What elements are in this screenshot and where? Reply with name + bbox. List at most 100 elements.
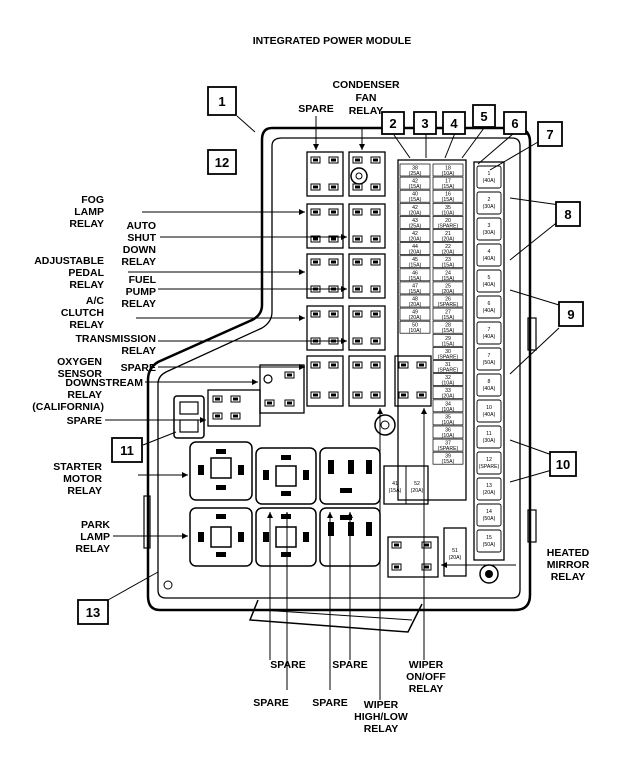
- callout-6: 6: [511, 116, 518, 131]
- label-spare-b2: SPARE: [332, 659, 367, 671]
- label-spare-b1: SPARE: [270, 659, 305, 671]
- mini-fuse-number: 36: [445, 428, 451, 434]
- mini-fuse-rating: (10A): [442, 210, 455, 216]
- mini-fuse-rating: (15A): [442, 276, 455, 282]
- maxi-fuse-slot: [476, 217, 502, 241]
- maxi-fuse-rating: (SPARE): [479, 464, 500, 470]
- mount-hole-top: [350, 167, 368, 185]
- maxi-fuse-slot: [476, 399, 502, 423]
- label-ac-3: RELAY: [69, 319, 104, 331]
- maxi-fuse-number: 12: [486, 457, 492, 463]
- label-fog-2: LAMP: [74, 206, 104, 218]
- label-starter-1: STARTER: [53, 461, 102, 473]
- label-oxy-4: RELAY: [67, 389, 102, 401]
- label-heated-1: HEATED: [547, 547, 590, 559]
- mini-fuse-slot: [432, 176, 464, 190]
- fuse-41-num: 41: [392, 481, 398, 487]
- label-ac-1: A/C: [86, 295, 105, 307]
- mini-fuse-slot: [432, 189, 464, 203]
- mini-fuse-slot: [399, 255, 431, 269]
- mini-fuse-number: 38: [412, 166, 418, 172]
- mini-fuse-number: 49: [412, 310, 418, 316]
- mini-fuse-rating: (15A): [409, 276, 422, 282]
- mini-fuse-number: 44: [412, 244, 418, 250]
- label-wiper-hilo-3: RELAY: [364, 723, 399, 735]
- mini-fuse-slot: [432, 216, 464, 229]
- mini-fuse-rating: (15A): [442, 459, 455, 465]
- fuse-52-amp: (20A): [411, 488, 424, 494]
- maxi-fuse-number: 8: [488, 379, 491, 385]
- callout-10: 10: [556, 457, 570, 472]
- mini-fuse-block: 38(25A)18(10A)42(15A)17(15A)40(15A)16(15…: [383, 159, 467, 577]
- label-spare-top: SPARE: [298, 103, 333, 115]
- maxi-fuse-slot: [476, 243, 502, 267]
- maxi-fuse-rating: (40A): [483, 282, 496, 288]
- label-wiper-onoff-2: ON/OFF: [406, 671, 446, 683]
- mini-fuse-rating: (10A): [442, 381, 455, 387]
- mini-fuse-rating: (20A): [442, 394, 455, 400]
- maxi-fuse-number: 5: [488, 275, 491, 281]
- label-park-1: PARK: [81, 519, 110, 531]
- mini-fuse-slot: [432, 438, 464, 452]
- label-fog-1: FOG: [81, 194, 104, 206]
- label-auto-2: SHUT: [127, 232, 156, 244]
- mini-fuse-slot: [432, 294, 464, 308]
- mini-fuse-number: 31: [445, 362, 451, 368]
- mini-fuse-slot: [432, 242, 464, 255]
- mini-fuse-number: 45: [412, 257, 418, 263]
- page-title: INTEGRATED POWER MODULE: [253, 35, 411, 47]
- callout-11: 11: [120, 443, 134, 458]
- maxi-fuse-slot: [476, 347, 502, 371]
- maxi-fuse-slot: [476, 451, 502, 475]
- callout-2: 2: [389, 116, 396, 131]
- mini-fuse-slot: [432, 229, 464, 242]
- maxi-fuse-slot: [476, 425, 502, 449]
- module-housing: [146, 126, 532, 612]
- label-adj-2: PEDAL: [68, 267, 104, 279]
- label-oxy-3: DOWNSTREAM: [65, 377, 143, 389]
- mini-fuse-rating: (25A): [409, 171, 422, 177]
- mini-fuse-number: 42: [412, 179, 418, 185]
- mini-fuse-slot: [432, 386, 464, 400]
- label-trans-2: RELAY: [121, 345, 156, 357]
- maxi-fuse-rating: (30A): [483, 438, 496, 444]
- mini-fuse-number: 35: [445, 414, 451, 420]
- mini-fuse-slot: [432, 268, 464, 282]
- mini-fuse-rating: (15A): [442, 263, 455, 269]
- label-starter-2: MOTOR: [63, 473, 102, 485]
- mini-fuse-slot: [432, 347, 464, 360]
- callout-8: 8: [564, 207, 571, 222]
- mini-fuse-rating: (20A): [409, 250, 422, 256]
- maxi-fuse-rating: (40A): [483, 386, 496, 392]
- mini-fuse-number: 27: [445, 310, 451, 316]
- maxi-fuse-rating: (40A): [483, 178, 496, 184]
- callout-13: 13: [86, 605, 100, 620]
- mini-fuse-slot: [399, 281, 431, 295]
- mini-fuse-rating: (10A): [442, 171, 455, 177]
- label-spare-mid: SPARE: [121, 362, 156, 374]
- label-auto-4: RELAY: [121, 256, 156, 268]
- mini-fuse-number: 26: [445, 297, 451, 303]
- mini-fuse-slot: [399, 320, 431, 334]
- mini-fuse-rating: (15A): [409, 184, 422, 190]
- mini-fuse-slot: [432, 360, 464, 373]
- label-park-2: LAMP: [80, 531, 110, 543]
- mini-fuse-rating: (SPARE): [438, 368, 459, 374]
- callout-5: 5: [480, 109, 487, 124]
- maxi-fuse-rating: (20A): [483, 490, 496, 496]
- mini-fuse-number: 28: [445, 323, 451, 329]
- callout-numbers: 1 2 3 4 5 6 7 8 9 10 11 12 13: [86, 94, 575, 620]
- relay-grid: [306, 151, 432, 407]
- label-wiper-onoff-1: WIPER: [409, 659, 444, 671]
- mini-fuse-slot: [432, 307, 464, 321]
- maxi-fuse-slot: [476, 191, 502, 215]
- mini-fuse-slot: [432, 163, 464, 177]
- maxi-fuse-rating: (30A): [483, 204, 496, 210]
- callout-12: 12: [215, 155, 229, 170]
- mini-fuse-number: 23: [445, 257, 451, 263]
- maxi-fuse-slot: [476, 269, 502, 293]
- mini-fuse-number: 24: [445, 270, 451, 276]
- label-oxy-2: SENSOR: [58, 368, 103, 380]
- maxi-fuse-number: 4: [488, 249, 491, 255]
- maxi-fuse-number: 7: [488, 327, 491, 333]
